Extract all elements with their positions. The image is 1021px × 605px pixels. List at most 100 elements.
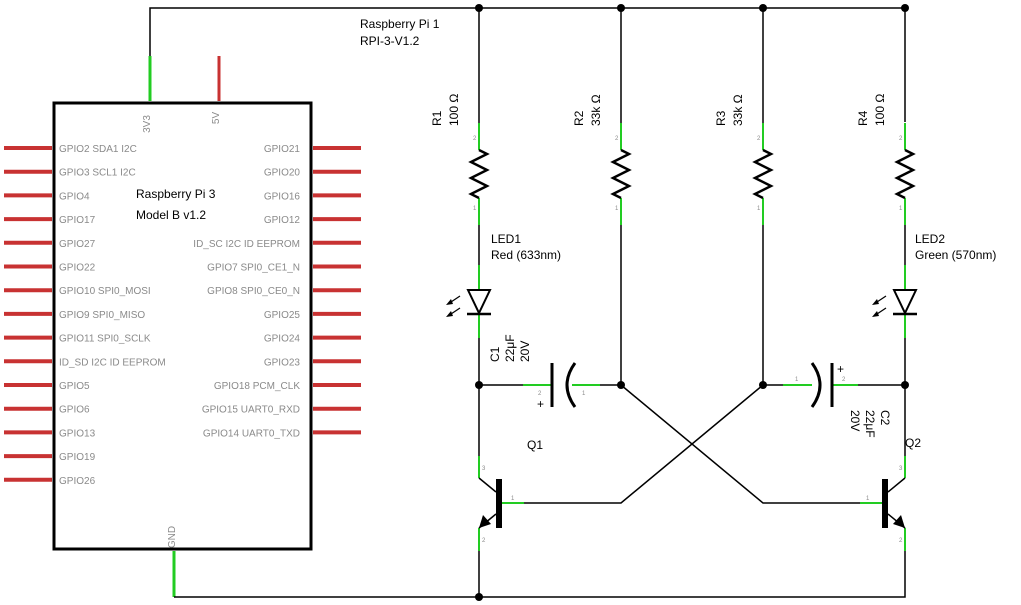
led2-name: LED2 — [915, 232, 945, 246]
r1-zigzag — [468, 148, 490, 200]
transistor-q1[interactable] — [478, 456, 524, 551]
board-model-line1: Raspberry Pi 3 — [136, 187, 216, 201]
r3-name: R3 — [714, 110, 728, 126]
transistor-q2[interactable] — [860, 456, 906, 551]
junction-dot — [475, 381, 483, 389]
q1-name: Q1 — [527, 438, 543, 452]
q1-pin-number: 3 — [482, 466, 486, 472]
left-pin-label: GPIO22 — [59, 263, 96, 274]
left-pin-label: ID_SD I2C ID EEPROM — [59, 357, 166, 368]
left-pin-label: GPIO4 — [59, 191, 90, 202]
c1-voltage: 20V — [518, 341, 532, 362]
left-pin-label: GPIO11 SPI0_SCLK — [59, 334, 151, 345]
capacitor-c1[interactable]: + — [523, 362, 600, 411]
board-model-line2: Model B v1.2 — [136, 208, 206, 222]
left-pin-label: GPIO13 — [59, 428, 96, 439]
r3-pin-number: 1 — [757, 206, 761, 212]
resistor-r2[interactable]: 21 — [610, 123, 632, 225]
right-pin-label: GPIO20 — [264, 168, 301, 179]
right-pin-label: GPIO23 — [264, 357, 301, 368]
right-pin-label: GPIO12 — [264, 215, 301, 226]
right-pin-label: GPIO21 — [264, 144, 301, 155]
left-pin-label: GPIO9 SPI0_MISO — [59, 310, 145, 321]
q2-pin-number: 2 — [899, 538, 903, 544]
left-pin-label: GPIO27 — [59, 239, 96, 250]
junction-dot — [759, 381, 767, 389]
wire-cross-to-q1-base — [524, 384, 764, 504]
right-pin-label: GPIO8 SPI0_CE0_N — [207, 286, 300, 297]
junction-dot — [901, 4, 909, 12]
q1-pin-number: 2 — [482, 538, 486, 544]
r3-pin-number: 2 — [757, 136, 761, 142]
c2-plate-curved — [810, 362, 822, 408]
r2-pin-number: 2 — [615, 136, 619, 142]
wire-cross-to-q2-base — [620, 384, 860, 504]
pin-label-5v: 5V — [211, 112, 222, 125]
junction-dot — [475, 593, 483, 601]
left-pin-label: GPIO5 — [59, 381, 90, 392]
wires — [149, 7, 906, 598]
led1-desc: Red (633nm) — [491, 248, 561, 262]
r4-name: R4 — [856, 110, 870, 126]
c2-pin-number: 1 — [795, 377, 799, 383]
led2-desc: Green (570nm) — [915, 248, 996, 262]
resistor-r4[interactable]: 21 — [894, 123, 916, 225]
r4-value: 100 Ω — [873, 94, 887, 126]
board-part-number: RPI-3-V1.2 — [360, 34, 420, 48]
junction-dot — [617, 4, 625, 12]
r1-value: 100 Ω — [447, 94, 461, 126]
c1-pin-number: 2 — [538, 391, 542, 397]
c1-pin-number: 1 — [582, 391, 586, 397]
led2-light-arrowhead — [872, 299, 879, 305]
left-pin-label: GPIO26 — [59, 476, 96, 487]
resistor-r1[interactable]: 21 — [468, 123, 490, 225]
q2-collector-lead — [887, 477, 906, 493]
junctions — [475, 4, 909, 601]
c2-voltage: 20V — [848, 410, 862, 431]
r2-name: R2 — [572, 110, 586, 126]
c1-plus: + — [537, 397, 544, 411]
r1-pin-number: 2 — [473, 136, 477, 142]
right-pin-label: GPIO14 UART0_TXD — [203, 428, 300, 439]
left-pin-label: GPIO3 SCL1 I2C — [59, 168, 136, 179]
right-pin-label: GPIO24 — [264, 334, 301, 345]
right-pin-label: GPIO7 SPI0_CE1_N — [207, 263, 300, 274]
c2-plus: + — [837, 362, 844, 376]
right-pin-label: GPIO15 UART0_RXD — [202, 405, 300, 416]
r1-pin-number: 1 — [473, 206, 477, 212]
led2[interactable] — [872, 225, 918, 338]
left-pin-label: GPIO2 SDA1 I2C — [59, 144, 137, 155]
r4-pin-number: 2 — [899, 136, 903, 142]
left-pin-label: GPIO6 — [59, 405, 90, 416]
r2-pin-number: 1 — [615, 206, 619, 212]
c1-plate-curved — [565, 362, 577, 408]
q2-pin-number: 1 — [866, 496, 870, 502]
q2-name: Q2 — [905, 436, 921, 450]
right-pin-label: GPIO16 — [264, 191, 301, 202]
r2-value: 33k Ω — [589, 94, 603, 126]
q1-emitter-arrow — [479, 515, 491, 528]
led1-name: LED1 — [491, 232, 521, 246]
r4-pin-number: 1 — [899, 206, 903, 212]
right-pin-label: ID_SC I2C ID EEPROM — [193, 239, 300, 250]
r3-value: 33k Ω — [731, 94, 745, 126]
q2-emitter-arrow — [893, 515, 905, 528]
leds — [446, 225, 918, 338]
r2-zigzag — [610, 148, 632, 200]
junction-dot — [475, 4, 483, 12]
led2-light-arrowhead — [872, 311, 879, 317]
c2-name: C2 — [878, 410, 892, 426]
pin-label-gnd: GND — [167, 526, 178, 548]
q1-collector-lead — [478, 477, 497, 493]
board-title: Raspberry Pi 1 — [360, 17, 440, 31]
led1[interactable] — [446, 225, 492, 338]
r1-name: R1 — [430, 110, 444, 126]
led2-triangle — [892, 289, 918, 316]
r4-zigzag — [894, 148, 916, 200]
capacitor-c2[interactable]: + — [783, 362, 858, 408]
right-pin-label: GPIO18 PCM_CLK — [214, 381, 300, 392]
resistor-r3[interactable]: 21 — [752, 123, 774, 225]
led1-triangle — [466, 289, 492, 316]
